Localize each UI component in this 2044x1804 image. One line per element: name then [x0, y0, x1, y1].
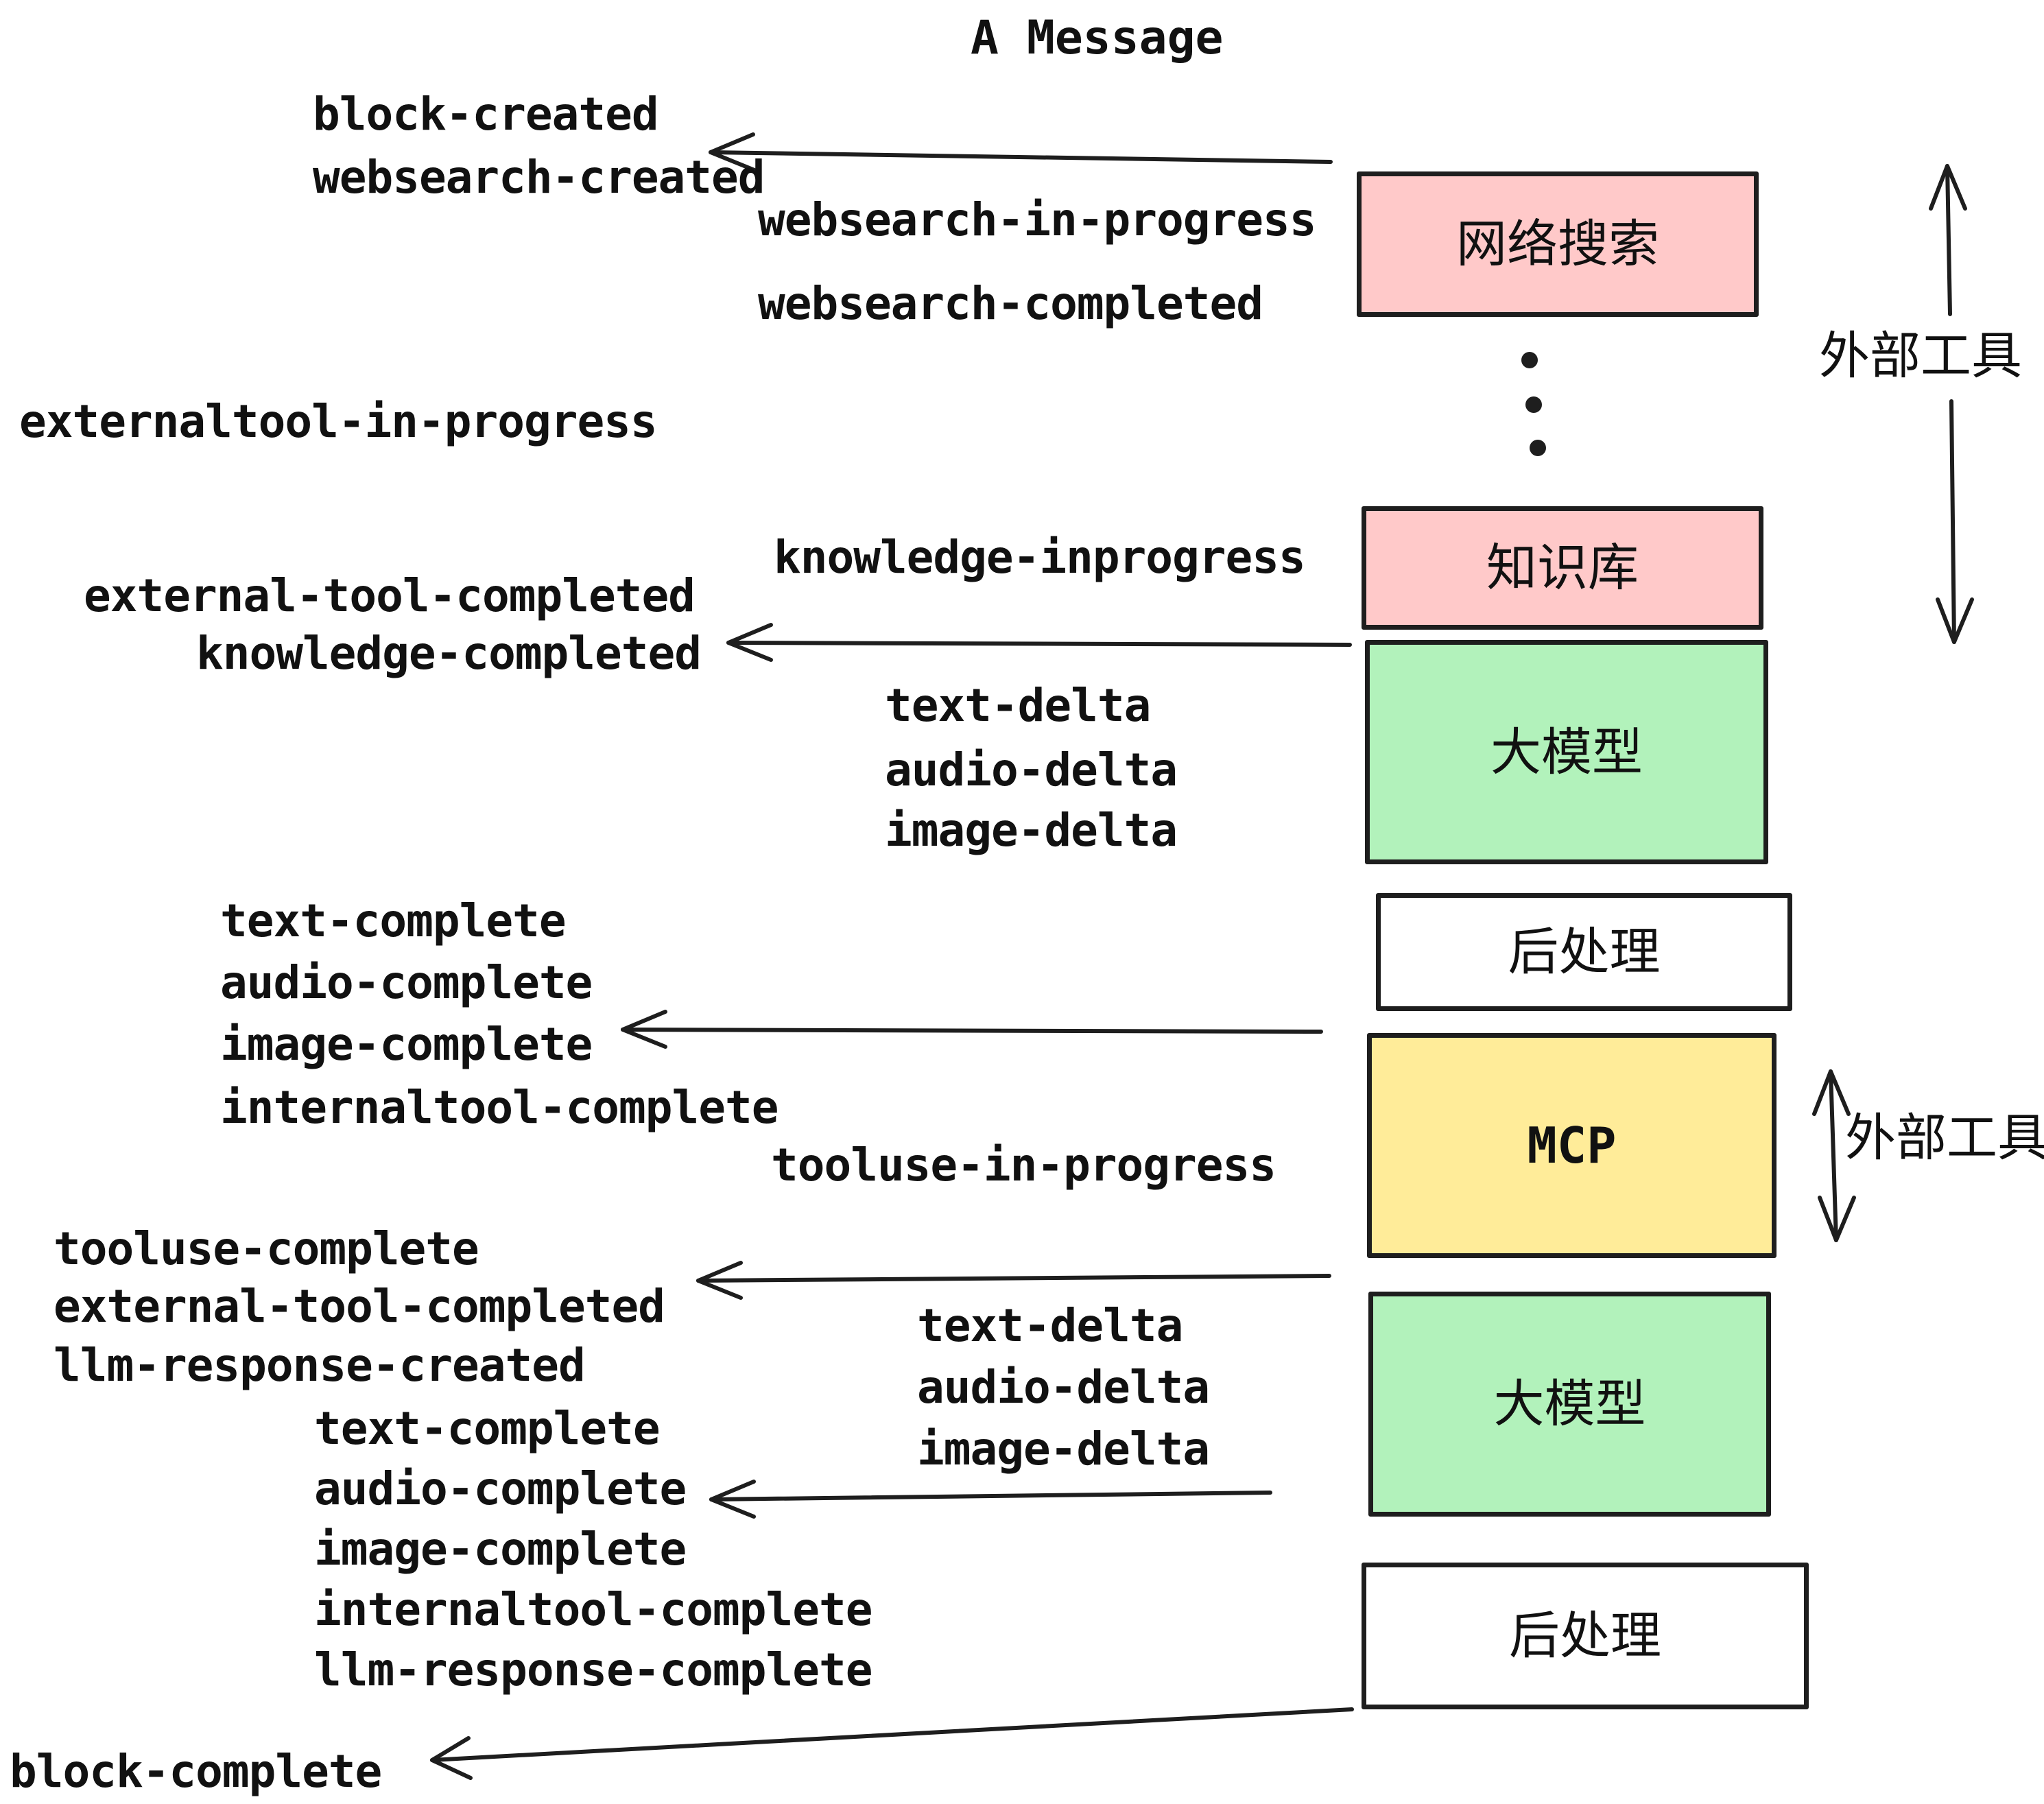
box-postprocess-bottom-label: 后处理 — [1509, 1606, 1661, 1665]
event-label-internaltool-complete-2: internaltool-complete — [314, 1583, 872, 1636]
event-label-knowledge-completed: knowledge-completed — [196, 627, 702, 680]
event-label-block-created: block-created — [313, 88, 659, 141]
box-mcp-label: MCP — [1527, 1117, 1617, 1174]
box-llm-bottom: 大模型 — [1368, 1292, 1771, 1517]
box-knowledge-label: 知识库 — [1486, 538, 1639, 597]
arrow-block-complete — [430, 1707, 1354, 1780]
event-label-text-complete-2: text-complete — [314, 1402, 661, 1455]
box-knowledge: 知识库 — [1362, 506, 1763, 630]
event-label-knowledge-inprogress: knowledge-inprogress — [774, 531, 1306, 584]
arrow-knowledge-completed — [726, 623, 1352, 662]
ellipsis-dots — [1521, 352, 1546, 456]
event-label-image-complete-2: image-complete — [314, 1523, 687, 1576]
event-label-text-delta-2: text-delta — [917, 1299, 1183, 1352]
event-label-image-delta-1: image-delta — [885, 804, 1178, 857]
event-label-image-delta-2: image-delta — [917, 1423, 1210, 1475]
event-label-websearch-in-progress: websearch-in-progress — [758, 193, 1316, 246]
event-label-external-tool-completed-1: external-tool-completed — [84, 569, 696, 622]
arrow-audio-complete — [709, 1480, 1272, 1519]
event-label-externaltool-in-progress: externaltool-in-progress — [19, 395, 658, 448]
arrow-image-complete — [621, 1010, 1323, 1049]
box-websearch-label: 网络搜索 — [1456, 215, 1659, 274]
box-postprocess-bottom: 后处理 — [1362, 1563, 1809, 1709]
box-llm-top-label: 大模型 — [1490, 722, 1643, 782]
event-label-websearch-created: websearch-created — [313, 151, 765, 204]
event-label-audio-delta-1: audio-delta — [885, 744, 1178, 796]
box-llm-top: 大模型 — [1365, 640, 1768, 864]
box-mcp: MCP — [1367, 1033, 1776, 1258]
external-tools-span-top — [1929, 164, 1974, 644]
event-label-external-tool-completed-2: external-tool-completed — [54, 1280, 665, 1333]
box-postprocess-top-label: 后处理 — [1508, 923, 1661, 982]
external-tools-span-bottom — [1812, 1069, 1856, 1242]
diagram-title: A Message — [971, 11, 1224, 65]
event-label-text-delta-1: text-delta — [885, 679, 1151, 732]
event-label-websearch-completed: websearch-completed — [758, 277, 1263, 330]
arrow-external-tool-completed — [696, 1261, 1331, 1300]
event-label-llm-response-created: llm-response-created — [54, 1339, 586, 1392]
event-label-audio-delta-2: audio-delta — [917, 1361, 1210, 1414]
event-label-audio-complete-1: audio-complete — [220, 956, 593, 1009]
box-llm-bottom-label: 大模型 — [1493, 1375, 1646, 1434]
event-label-llm-response-complete: llm-response-complete — [314, 1643, 872, 1696]
arrow-websearch-created — [709, 132, 1333, 172]
event-label-text-complete-1: text-complete — [220, 894, 567, 947]
event-label-audio-complete-2: audio-complete — [314, 1462, 687, 1515]
event-label-tooluse-in-progress: tooluse-in-progress — [771, 1139, 1276, 1191]
annotation-external-tools-bottom: 外部工具 — [1845, 1108, 2044, 1167]
event-label-image-complete-1: image-complete — [220, 1018, 593, 1071]
box-postprocess-top: 后处理 — [1376, 893, 1792, 1011]
annotation-external-tools-top: 外部工具 — [1819, 327, 2022, 385]
event-label-internaltool-complete-1: internaltool-complete — [220, 1081, 779, 1134]
event-label-block-complete: block-complete — [10, 1745, 382, 1798]
box-websearch: 网络搜索 — [1357, 171, 1759, 317]
event-label-tooluse-complete: tooluse-complete — [54, 1222, 479, 1275]
